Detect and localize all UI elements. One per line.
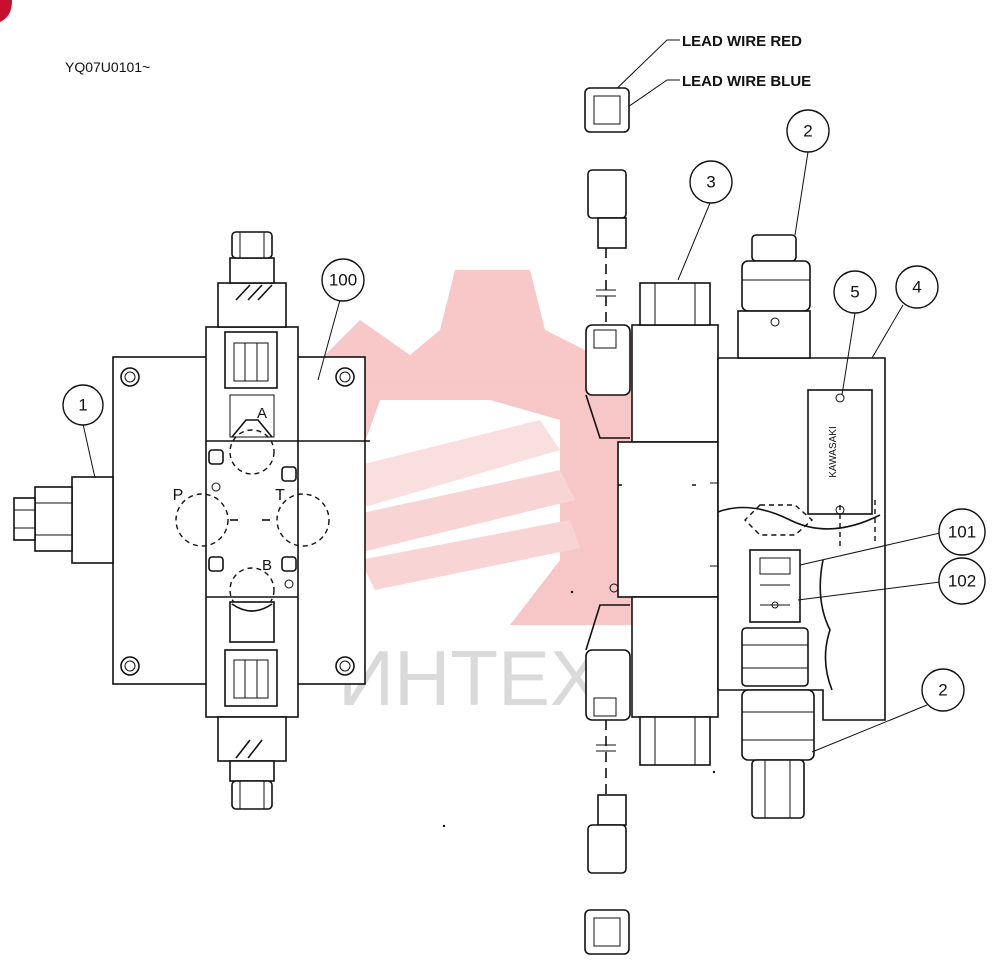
svg-text:1: 1 [78, 396, 87, 415]
svg-text:100: 100 [329, 271, 357, 290]
callout-4: 4 [895, 265, 939, 309]
connector-upper-socket [585, 324, 631, 439]
connector-upper-plug [587, 169, 627, 325]
callout-3: 3 [689, 160, 733, 204]
lower-relief-cap [751, 759, 805, 819]
callout-102: 102 [938, 557, 986, 605]
upper-relief-body [741, 260, 811, 312]
valve-center-body [617, 441, 719, 598]
relief-plug-nut [34, 486, 73, 552]
upper-solenoid-coil [631, 324, 719, 443]
lower-solenoid-neck [217, 716, 287, 762]
connector-top [584, 87, 630, 133]
connector-lower-socket [585, 604, 631, 795]
lower-relief-valve [741, 689, 815, 761]
left-valve-plan-view: A P T B [13, 231, 370, 810]
nameplate-text: KAWASAKI [828, 426, 839, 478]
callout-101: 101 [938, 508, 986, 556]
connector-lower-plug [587, 794, 627, 874]
corner-mark [0, 0, 12, 22]
svg-text:3: 3 [706, 173, 715, 192]
callout-1: 1 [62, 384, 104, 426]
lead-wire-red-label: LEAD WIRE RED [682, 33, 802, 50]
watermark-swoosh-3 [360, 520, 580, 590]
callout-2-bottom: 2 [921, 668, 965, 712]
nameplate [807, 389, 873, 515]
upper-relief-cap [751, 234, 797, 262]
lead-wire-labels: LEAD WIRE RED LEAD WIRE BLUE [604, 33, 811, 119]
callouts: 1 100 3 2 5 4 101 [62, 109, 986, 753]
upper-coil-connector [224, 331, 278, 389]
port-p-label: P [173, 487, 184, 504]
svg-text:102: 102 [948, 572, 976, 591]
cartridge-nut [741, 627, 809, 687]
lower-coil-cap [639, 716, 711, 766]
upper-coil-cap [639, 282, 711, 326]
svg-text:5: 5 [850, 283, 859, 302]
lower-solenoid-cap [231, 780, 273, 810]
callout-2-top: 2 [786, 109, 830, 153]
upper-relief-base [737, 310, 811, 359]
relief-plug-tip [13, 497, 36, 541]
watermark-text: ИНТЕХ [338, 634, 602, 722]
svg-text:2: 2 [938, 681, 947, 700]
port-t-label: T [275, 487, 285, 504]
port-b-label: B [262, 557, 272, 574]
svg-text:4: 4 [912, 278, 921, 297]
connector-bottom [584, 909, 630, 955]
svg-text:2: 2 [803, 122, 812, 141]
right-valve-side-view: KAWASAKI [584, 87, 886, 955]
upper-solenoid-neck [217, 282, 287, 328]
watermark-swoosh-2 [330, 470, 575, 555]
svg-text:101: 101 [948, 523, 976, 542]
lead-wire-blue-label: LEAD WIRE BLUE [682, 73, 811, 90]
check-valve-cartridge [749, 549, 801, 623]
relief-plug-body [71, 476, 114, 564]
serial-code: YQ07U0101~ [65, 59, 150, 75]
port-a-label: A [257, 405, 267, 422]
lower-solenoid-coil [631, 596, 719, 718]
upper-solenoid-cap [231, 231, 273, 259]
callout-5: 5 [833, 270, 877, 314]
callout-100: 100 [321, 258, 365, 302]
